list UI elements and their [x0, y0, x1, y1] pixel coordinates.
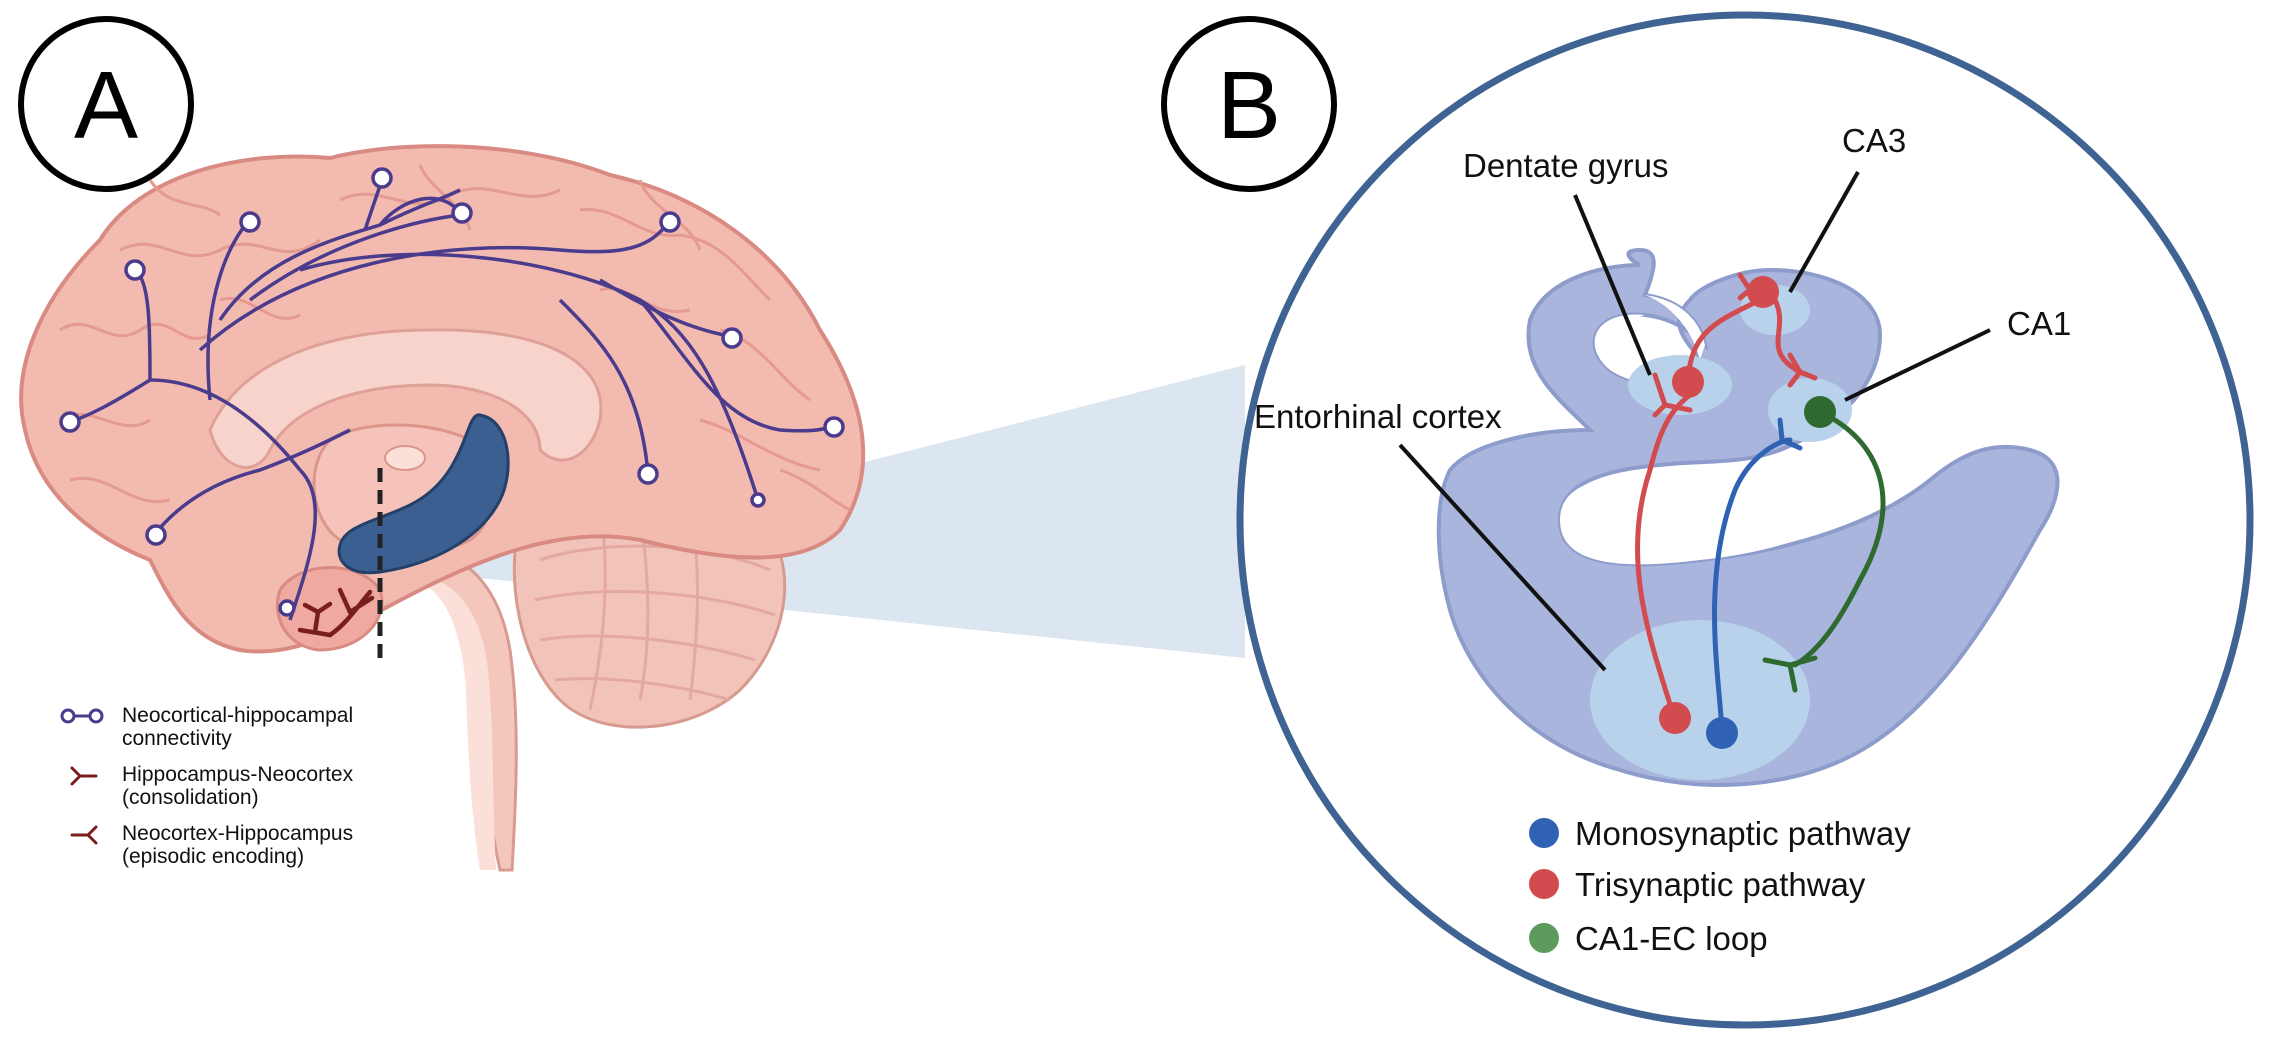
legend-a-item-3-line1: Neocortex-Hippocampus — [122, 822, 353, 845]
dentate-pointer — [1573, 194, 1652, 376]
panel-b-letter: B — [1217, 52, 1281, 159]
connectivity-network — [69, 179, 833, 621]
legend-b-label-trisynaptic: Trisynaptic pathway — [1575, 866, 1866, 903]
panel-a-badge — [18, 16, 194, 192]
synapse-left-icon — [70, 825, 98, 845]
legend-a-item-1-line1: Neocortical-hippocampal — [122, 704, 353, 727]
label-entorhinal-cortex: Entorhinal cortex — [1254, 398, 1502, 435]
label-dentate-gyrus: Dentate gyrus — [1463, 147, 1668, 184]
hippocampal-synapses — [297, 587, 375, 638]
label-ca3: CA3 — [1842, 122, 1906, 159]
connectivity-node — [124, 259, 146, 281]
trisynaptic-node-ca3 — [1747, 276, 1779, 308]
connectivity-node — [278, 599, 296, 617]
synapse-right-icon — [70, 766, 98, 786]
trisynaptic-node-dg — [1672, 366, 1704, 398]
ca1-node — [1804, 396, 1836, 428]
legend-a-item-1-line2: connectivity — [122, 727, 232, 750]
legend-b-label-ca1-ec: CA1-EC loop — [1575, 920, 1768, 957]
entorhinal-region — [1590, 620, 1810, 780]
connectivity-node — [659, 211, 681, 233]
connectivity-node — [637, 463, 659, 485]
connectivity-nodes — [59, 167, 845, 617]
hippocampal-fold-gap — [1594, 314, 1715, 385]
legend-b: Monosynaptic pathway Trisynaptic pathway… — [1529, 815, 1911, 957]
connectivity-node — [721, 327, 743, 349]
ca1-ec-loop — [1762, 409, 1886, 693]
label-pointers — [1398, 171, 1991, 672]
panel-b-badge — [1161, 16, 1337, 192]
connectivity-node — [145, 524, 167, 546]
monosynaptic-pathway — [1712, 417, 1803, 736]
legend-b-dot-monosynaptic — [1529, 818, 1559, 848]
legend-b-label-monosynaptic: Monosynaptic pathway — [1575, 815, 1911, 852]
panel-a-letter: A — [74, 52, 138, 159]
legend-a: Neocortical-hippocampal connectivity Hip… — [60, 704, 354, 868]
corpus-callosum — [208, 328, 603, 469]
entorhinal-pointer — [1398, 443, 1607, 672]
legend-b-dot-trisynaptic — [1529, 869, 1559, 899]
circle-link-icon — [60, 708, 104, 724]
connectivity-node — [371, 167, 393, 189]
legend-b-dot-ca1-ec — [1529, 923, 1559, 953]
connectivity-node — [451, 202, 473, 224]
legend-a-item-3-line2: (episodic encoding) — [122, 845, 304, 868]
legend-a-item-2-line1: Hippocampus-Neocortex — [122, 763, 354, 786]
hippocampal-lumen — [1560, 480, 1870, 565]
label-ca1: CA1 — [2007, 305, 2071, 342]
ca3-pointer — [1788, 171, 1860, 293]
connectivity-node — [239, 211, 261, 233]
brainstem-core — [415, 578, 496, 870]
zoom-circle — [1236, 11, 2254, 1029]
trisynaptic-node-ec — [1659, 702, 1691, 734]
pineal — [384, 445, 426, 471]
panel-b: B — [1161, 11, 2254, 1029]
hippocampal-upper-gap — [1645, 295, 1705, 360]
hippocampus — [337, 413, 510, 575]
cerebrum — [19, 144, 866, 654]
panel-a: A — [18, 16, 866, 872]
connectivity-node — [59, 411, 81, 433]
ca1-pointer — [1844, 328, 1991, 402]
connectivity-node — [750, 492, 766, 508]
monosynaptic-node-ec — [1706, 717, 1738, 749]
legend-a-item-2-line2: (consolidation) — [122, 786, 259, 809]
connectivity-node — [823, 416, 845, 438]
